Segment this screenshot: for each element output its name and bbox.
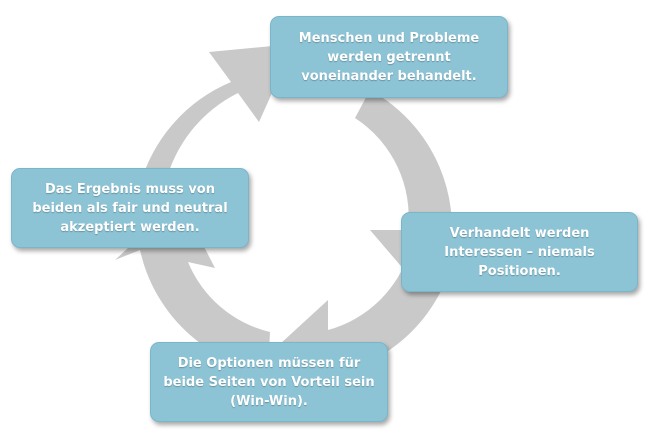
step-text-2: Verhandelt werden Interessen – niemals P… — [444, 225, 595, 279]
step-box-4: Das Ergebnis muss von beiden als fair un… — [11, 168, 249, 248]
step-box-3: Die Optionen müssen für beide Seiten von… — [150, 342, 388, 422]
step-text-4: Das Ergebnis muss von beiden als fair un… — [32, 181, 228, 235]
step-box-1: Menschen und Probleme werden getrennt vo… — [270, 16, 508, 98]
arrow-top — [140, 44, 294, 185]
step-text-1: Menschen und Probleme werden getrennt vo… — [298, 30, 480, 84]
step-text-3: Die Optionen müssen für beide Seiten von… — [163, 355, 375, 409]
step-box-2: Verhandelt werden Interessen – niemals P… — [401, 212, 638, 292]
